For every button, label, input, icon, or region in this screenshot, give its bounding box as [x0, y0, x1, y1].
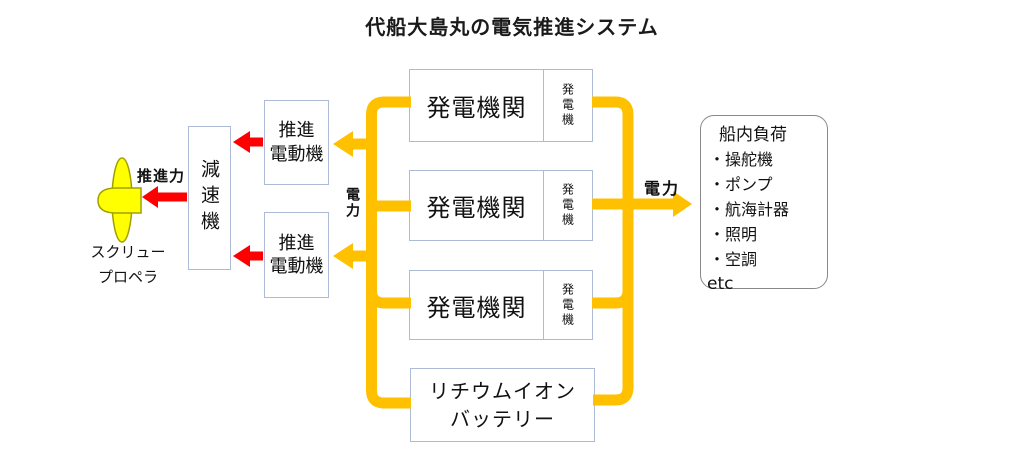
left-power-bus [353, 96, 411, 409]
load-item-nav-instruments: ・航海計器 [709, 200, 790, 219]
right-bus-main-line [592, 96, 634, 406]
motor2-to-gear-arrow-head [233, 245, 250, 267]
generator-box-3: 発電機関 発電機 [409, 270, 593, 340]
gear-to-propeller-arrow-head [142, 186, 158, 208]
propeller-label-line1: スクリュー [90, 243, 166, 261]
diagram-title: 代船大島丸の電気推進システム [365, 15, 659, 39]
generator-engine-label-3: 発電機関 [426, 293, 527, 322]
ship-load-etc: etc [707, 274, 734, 294]
propulsion-motor-box-2: 推進 電動機 [264, 212, 329, 298]
left-bus-gen3-branch [366, 288, 411, 309]
generator-label-2: 発電機 [560, 183, 575, 228]
motor1-label-line2: 電動機 [269, 143, 324, 165]
reduction-gear-label: 減速機 [198, 159, 220, 237]
right-power-bus [592, 96, 673, 406]
motor2-label-line2: 電動機 [269, 256, 324, 277]
ship-load-title: 船内負荷 [719, 125, 787, 145]
battery-label-line2: バッテリー [450, 407, 555, 431]
reduction-gear-box: 減速機 [188, 126, 231, 270]
load-item-aircon: ・空調 [709, 250, 758, 269]
load-item-lighting: ・照明 [709, 225, 758, 244]
motor1-to-gear-arrow-head [233, 131, 250, 153]
propeller-label-line2: プロペラ [97, 268, 158, 286]
power-arrow-to-motor-1-head [333, 131, 353, 157]
load-item-steering: ・操舵機 [709, 150, 774, 169]
generator-box-2: 発電機関 発電機 [409, 170, 593, 241]
load-item-pump: ・ポンプ [709, 175, 773, 194]
propeller-hub [97, 187, 142, 214]
generator-label-3: 発電機 [560, 282, 575, 328]
motor2-label-line1: 推進 [278, 232, 315, 254]
propeller-label: スクリュー プロペラ [78, 240, 178, 290]
generator-label-1: 発電機 [560, 83, 575, 128]
left-bus-main-line [366, 96, 411, 409]
battery-label-line1: リチウムイオン [429, 379, 576, 403]
generator-engine-label-2: 発電機関 [426, 194, 527, 222]
generator-sub-box-1: 発電機 [543, 70, 592, 141]
generator-sub-box-2: 発電機 [543, 171, 592, 240]
generator-box-1: 発電機関 発電機 [409, 69, 593, 142]
power-label-left: 電力 [344, 187, 360, 219]
ship-load-box: 船内負荷 ・操舵機 ・ポンプ ・航海計器 ・照明 ・空調 etc [700, 115, 828, 294]
thrust-label: 推進力 [137, 167, 186, 185]
motor1-label-line1: 推進 [278, 120, 315, 142]
generator-engine-label-1: 発電機関 [426, 94, 527, 122]
propeller-drawing [97, 157, 142, 243]
battery-box: リチウムイオン バッテリー [410, 368, 595, 442]
power-arrow-to-motor-2-head [333, 243, 353, 269]
power-label-right: 電力 [644, 179, 681, 198]
propeller-blades [111, 157, 133, 243]
right-bus-gen3-branch [592, 288, 634, 309]
propulsion-motor-box-1: 推進 電動機 [264, 100, 329, 185]
generator-sub-box-3: 発電機 [543, 271, 592, 339]
